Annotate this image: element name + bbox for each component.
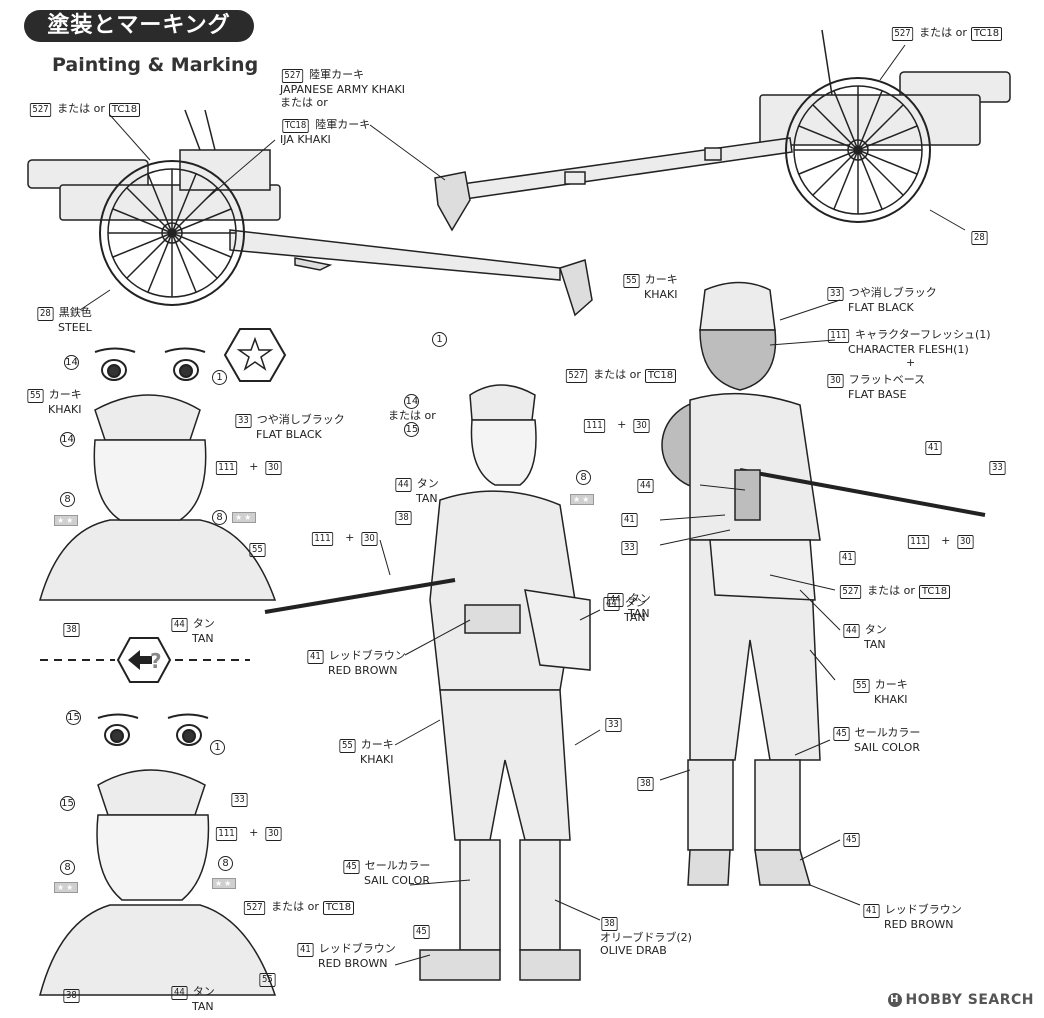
front-insignia-8: 8 bbox=[576, 470, 591, 485]
artillery-gun-left bbox=[27, 109, 593, 317]
front-olive-drab: 38 オリーブドラブ(2) OLIVE DRAB bbox=[600, 917, 692, 957]
face1-insignia-8b: 8 bbox=[212, 510, 227, 525]
face1-skin-mix: 111+30 bbox=[214, 460, 287, 475]
face1-hair-14: 14 bbox=[60, 432, 75, 447]
face2-eye-15: 15 bbox=[66, 710, 81, 725]
face2-38: 38 bbox=[62, 988, 85, 1003]
face2-55: 55 bbox=[258, 972, 281, 987]
svg-text:?: ? bbox=[150, 649, 162, 673]
face1-38: 38 bbox=[62, 622, 85, 637]
face1-eye-14: 14 bbox=[64, 355, 79, 370]
back-rifle-33: 33 bbox=[988, 460, 1011, 475]
front-33: 33 bbox=[604, 717, 627, 732]
front-skin-mix: 111+30 bbox=[582, 418, 655, 433]
page-subtitle: Painting & Marking bbox=[52, 54, 259, 76]
back-33: 33 bbox=[620, 540, 643, 555]
back-38: 38 bbox=[636, 776, 659, 791]
face1-55: 55 bbox=[248, 542, 271, 557]
soldier-front bbox=[264, 384, 591, 981]
eyes-bottom bbox=[97, 713, 209, 746]
page-title: 塗装とマーキング bbox=[24, 10, 254, 42]
portrait-bottom bbox=[39, 769, 277, 996]
back-44: 44 bbox=[636, 478, 659, 493]
front-hand-mix: 111+30 bbox=[310, 531, 383, 546]
back-41c: 41 bbox=[838, 550, 861, 565]
back-hand-mix: 111+30 bbox=[906, 534, 979, 549]
face1-collar-stars-b: ★★ bbox=[232, 512, 257, 523]
back-45: 45 bbox=[842, 832, 865, 847]
artillery-gun-right bbox=[434, 29, 1011, 232]
face2-cap-1: 1 bbox=[210, 740, 225, 755]
hobby-search-logo-icon: H bbox=[887, 993, 902, 1007]
variant-divider: ? bbox=[40, 637, 250, 683]
front-collar-stars: ★★ bbox=[570, 494, 595, 505]
back-rifle-41: 41 bbox=[924, 440, 947, 455]
back-41: 41 bbox=[620, 512, 643, 527]
face2-collar-stars-a: ★★ bbox=[54, 882, 79, 893]
face2-skin-mix: 111+30 bbox=[214, 826, 287, 841]
front-cap-1: 1 bbox=[432, 332, 447, 347]
front-38: 38 bbox=[394, 510, 417, 525]
front-45: 45 bbox=[412, 924, 435, 939]
face2-insignia-8b: 8 bbox=[218, 856, 233, 871]
face1-cap-1: 1 bbox=[212, 370, 227, 385]
eyes-top bbox=[94, 347, 206, 381]
face2-insignia-8a: 8 bbox=[60, 860, 75, 875]
face2-collar-stars-b: ★★ bbox=[212, 878, 237, 889]
face2-33: 33 bbox=[230, 792, 253, 807]
callout-gun-right-28: 28 bbox=[970, 230, 993, 245]
face2-hair-15: 15 bbox=[60, 796, 75, 811]
face1-collar-stars-a: ★★ bbox=[54, 515, 79, 526]
portrait-top bbox=[39, 394, 277, 601]
front-14-or-15: 14 または or 15 bbox=[388, 394, 436, 437]
soldier-back bbox=[661, 281, 986, 886]
leader-lines bbox=[79, 44, 966, 966]
face1-insignia-8a: 8 bbox=[60, 492, 75, 507]
star-emblem-icon bbox=[223, 328, 287, 382]
